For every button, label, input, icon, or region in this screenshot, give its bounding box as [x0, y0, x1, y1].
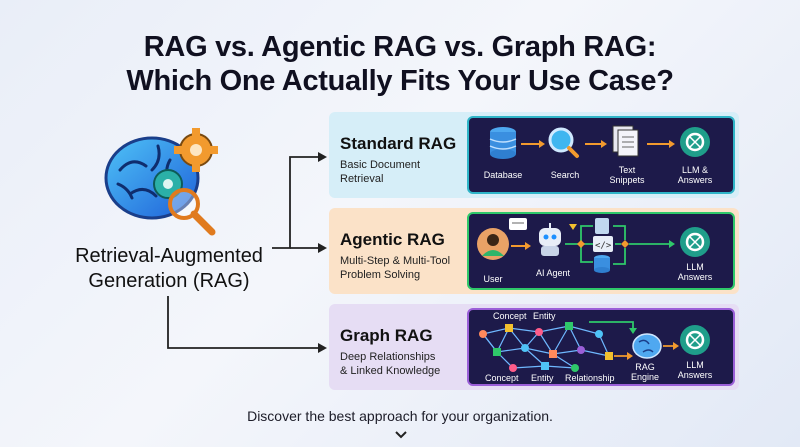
- footer-text: Discover the best approach for your orga…: [247, 408, 553, 424]
- hub-label-line-2: Generation (RAG): [88, 270, 250, 292]
- database-icon: [489, 127, 517, 159]
- graph-edges: [482, 325, 610, 369]
- llm-label-line-1: LLM: [686, 262, 704, 272]
- title-line-1: RAG vs. Agentic RAG vs. Graph RAG:: [143, 31, 657, 63]
- desc-line-2: Problem Solving: [340, 269, 421, 281]
- card-title: Graph RAG: [340, 326, 433, 345]
- agentic-rag-flow-panel: </> User AI Agent LLM Answers: [467, 212, 735, 290]
- snippets-label: Text Snippets: [597, 165, 657, 185]
- chevron-down-icon[interactable]: [394, 430, 408, 440]
- engine-label-line-1: RAG: [635, 362, 655, 372]
- desc-line-2: & Linked Knowledge: [340, 365, 441, 377]
- documents-icon: [612, 125, 639, 157]
- llm-label-line-1: LLM &: [681, 165, 708, 175]
- desc-line-1: Deep Relationships: [340, 351, 436, 363]
- card-description: Basic Document Retrieval: [340, 158, 472, 186]
- database-icon: [594, 255, 610, 273]
- brain-gear-icon: [104, 128, 218, 236]
- hub-label: Retrieval-Augmented Generation (RAG): [64, 244, 274, 294]
- snippets-label-line-1: Text: [618, 165, 636, 175]
- desc-line-2: Retrieval: [340, 173, 384, 185]
- card-description: Deep Relationships & Linked Knowledge: [340, 350, 472, 378]
- openai-icon: [680, 325, 710, 355]
- entity-top-label: Entity: [533, 311, 556, 321]
- llm-label-line-1: LLM: [686, 360, 704, 370]
- llm-label: LLM Answers: [665, 262, 725, 282]
- knowledge-graph: [479, 321, 710, 372]
- graph-rag-flow-panel: Concept Entity Concept Entity Relationsh…: [467, 308, 735, 386]
- speech-bubble-icon: [509, 218, 527, 230]
- desc-line-1: Multi-Step & Multi-Tool: [340, 255, 451, 267]
- graph-nodes: [479, 322, 613, 372]
- user-icon: [477, 228, 509, 260]
- brain-icon: [632, 333, 662, 359]
- user-label: User: [483, 274, 503, 284]
- agent-label: AI Agent: [535, 268, 571, 278]
- card-title: Agentic RAG: [340, 230, 445, 249]
- card-title: Standard RAG: [340, 134, 457, 153]
- desc-line-1: Basic Document: [340, 159, 421, 171]
- svg-text:</>: </>: [595, 241, 612, 251]
- entity-bottom-label: Entity: [531, 373, 554, 383]
- openai-icon: [680, 227, 710, 257]
- llm-label: LLM Answers: [665, 360, 725, 380]
- openai-icon: [680, 127, 710, 157]
- snippets-label-line-2: Snippets: [609, 175, 645, 185]
- concept-top-label: Concept: [493, 311, 527, 321]
- concept-bottom-label: Concept: [485, 373, 519, 383]
- magnifier-icon: [548, 127, 579, 158]
- card-graph-rag: Graph RAG Deep Relationships & Linked Kn…: [329, 304, 739, 390]
- code-icon: [593, 236, 613, 252]
- engine-label: RAG Engine: [615, 362, 675, 382]
- database-label: Database: [483, 170, 523, 180]
- llm-label-line-2: Answers: [677, 370, 713, 380]
- page-title: RAG vs. Agentic RAG vs. Graph RAG: Which…: [0, 30, 800, 98]
- standard-rag-flow: [489, 125, 710, 159]
- calculator-icon: [595, 218, 609, 234]
- engine-label-line-2: Engine: [630, 372, 660, 382]
- agentic-rag-flow: </>: [477, 218, 710, 273]
- standard-rag-flow-panel: Database Search Text Snippets LLM & Answ…: [467, 116, 735, 194]
- card-standard-rag: Standard RAG Basic Document Retrieval: [329, 112, 739, 198]
- search-label: Search: [550, 170, 580, 180]
- llm-label-line-2: Answers: [677, 272, 713, 282]
- hub-label-line-1: Retrieval-Augmented: [75, 245, 263, 267]
- llm-label: LLM & Answers: [665, 165, 725, 185]
- robot-icon: [539, 223, 561, 256]
- llm-label-line-2: Answers: [677, 175, 713, 185]
- relationship-label: Relationship: [565, 373, 615, 383]
- card-description: Multi-Step & Multi-Tool Problem Solving: [340, 254, 472, 282]
- title-line-2: Which One Actually Fits Your Use Case?: [126, 65, 674, 97]
- card-agentic-rag: Agentic RAG Multi-Step & Multi-Tool Prob…: [329, 208, 739, 294]
